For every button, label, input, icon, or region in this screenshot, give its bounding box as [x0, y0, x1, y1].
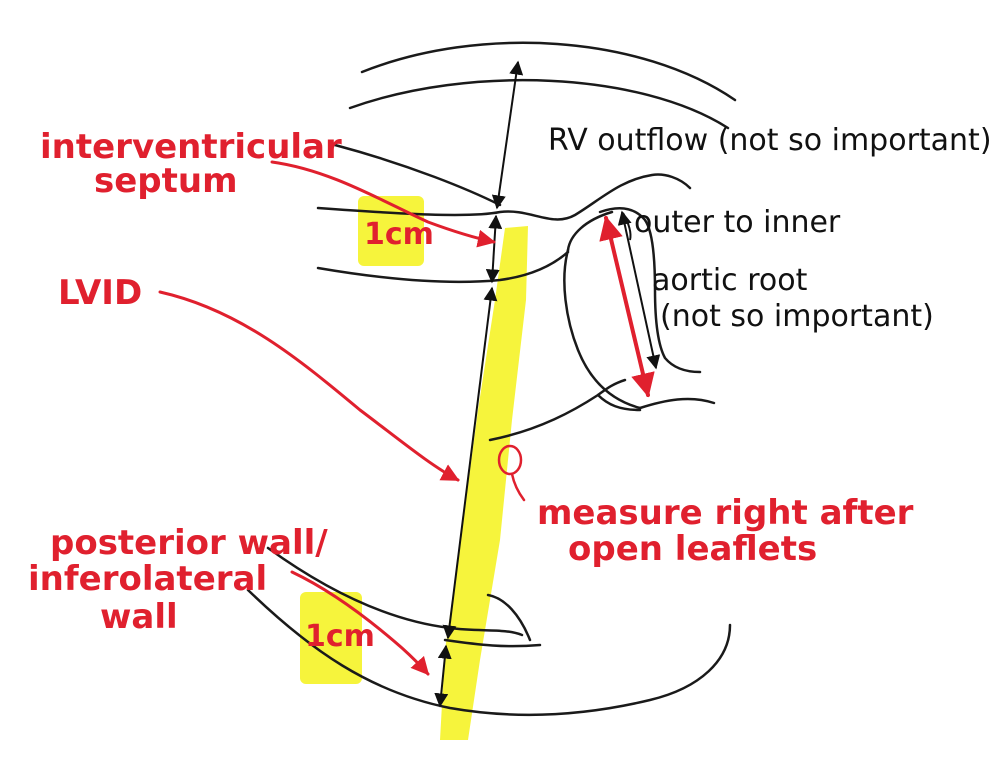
aortic-root-label-line1: aortic root: [652, 263, 808, 298]
leaflet-circle-tail: [510, 472, 526, 502]
aortic-root-anterior: [563, 248, 642, 410]
septum-thickness-arrow: [485, 214, 503, 284]
lvid-arrow: [442, 286, 498, 640]
aortic-root-red-arrow: [599, 215, 655, 398]
septum-label-line2: septum: [94, 161, 238, 201]
measure-label-line2: open leaflets: [568, 529, 817, 569]
aortic-root-label-line2: (not so important): [660, 299, 934, 334]
aortic-root-posterior: [566, 210, 614, 252]
leaflet-circle: [497, 444, 523, 476]
posterior-thickness-arrow: [434, 644, 452, 708]
septum-thickness-label: 1cm: [364, 217, 434, 252]
lv-posterior-wall-mid: [443, 638, 542, 648]
chest-wall-outer: [360, 41, 737, 102]
posterior-label-line2: inferolateral: [28, 559, 267, 599]
posterior-label-line3: wall: [100, 597, 178, 637]
lv-posterior-wall-inner: [266, 546, 524, 637]
rv-anterior-wall: [333, 143, 502, 207]
posterior-thickness-highlight: [300, 592, 362, 684]
posterior-thickness-label: 1cm: [305, 619, 375, 654]
mitral-leaflet-posterior: [486, 593, 532, 642]
septum-pointer-arrow: [270, 160, 496, 248]
posterior-pointer-arrow: [290, 570, 430, 676]
rv-outflow-arrow: [491, 60, 524, 210]
lvid-label: LVID: [58, 273, 142, 313]
septum-lower-border: [316, 250, 570, 284]
lv-posterior-wall-outer: [246, 588, 732, 717]
measure-label-line1: measure right after: [537, 493, 914, 533]
red-labels: interventricular septum 1cm LVID posteri…: [28, 127, 914, 654]
posterior-label-line1: posterior wall/: [50, 523, 328, 563]
annotation-arrows: [158, 160, 655, 676]
rv-outflow-label: RV outflow (not so important): [548, 123, 990, 158]
lvid-pointer-arrow: [158, 290, 460, 482]
black-labels: RV outflow (not so important) outer to i…: [548, 123, 990, 334]
posterior-aortic-wall: [596, 393, 642, 412]
outer-to-inner-label: outer to inner: [634, 205, 841, 240]
septum-label-line1: interventricular: [40, 127, 342, 167]
septum-upper-border: [316, 173, 692, 221]
chest-wall-inner: [348, 78, 730, 130]
aortic-leaflet-line: [638, 397, 716, 410]
